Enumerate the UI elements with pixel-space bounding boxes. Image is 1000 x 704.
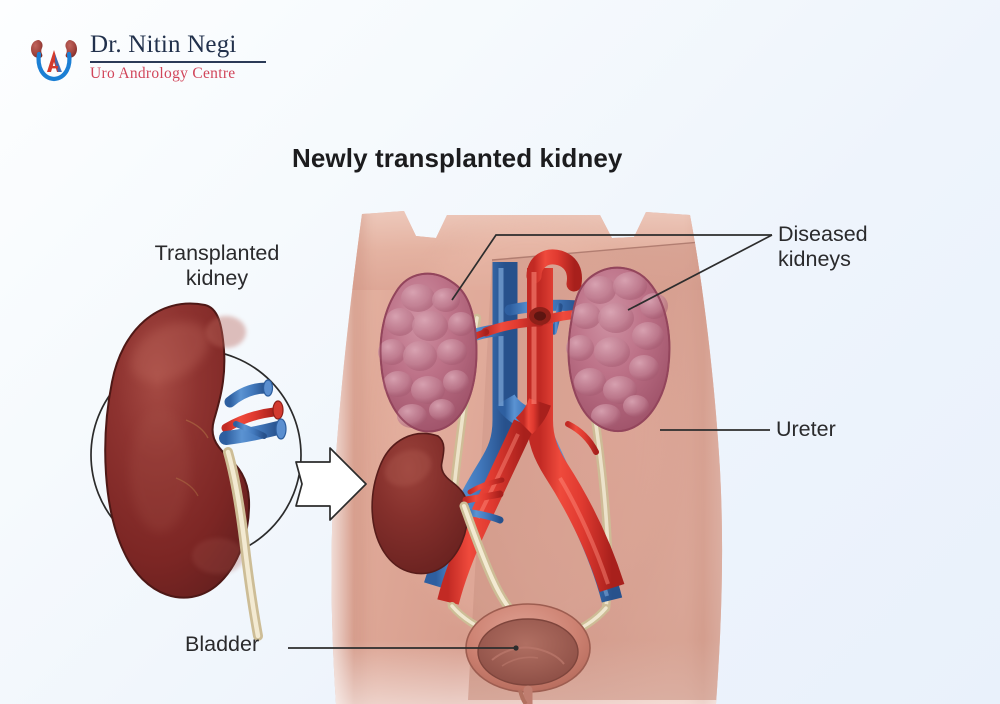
logo-mark — [31, 40, 77, 82]
logo-text-block: Dr. Nitin Negi Uro Andrology Centre — [90, 30, 266, 83]
label-bladder: Bladder — [185, 632, 260, 656]
stethoscope-curve-icon — [36, 51, 72, 82]
clinic-logo[interactable]: Dr. Nitin Negi Uro Andrology Centre — [26, 30, 266, 88]
aorta-cross-section — [529, 307, 551, 325]
inset-kidney-vessels — [219, 379, 287, 641]
leader-lines — [288, 234, 773, 651]
inset-pointer-arrow — [295, 447, 367, 521]
letter-a-icon — [47, 50, 62, 72]
diseased-kidney-left — [378, 272, 478, 433]
label-diseased-kidneys: Diseased kidneys — [778, 222, 868, 271]
logo-divider — [90, 61, 266, 63]
leader-line-diseased-right — [627, 234, 773, 311]
illustration-title: Newly transplanted kidney — [292, 143, 623, 173]
leader-line-diseased-left — [451, 234, 772, 301]
diseased-kidney-right — [566, 266, 671, 433]
transplanted-kidney-inset — [90, 302, 367, 641]
label-transplanted-kidney: Transplanted kidney — [154, 241, 280, 290]
leader-dot-bladder — [513, 645, 519, 651]
clinic-doctor-name: Dr. Nitin Negi — [90, 31, 237, 58]
inset-kidney-organ — [104, 302, 251, 599]
clinic-tagline: Uro Andrology Centre — [90, 64, 236, 82]
label-ureter: Ureter — [776, 417, 836, 441]
abdominal-aorta — [437, 249, 625, 605]
